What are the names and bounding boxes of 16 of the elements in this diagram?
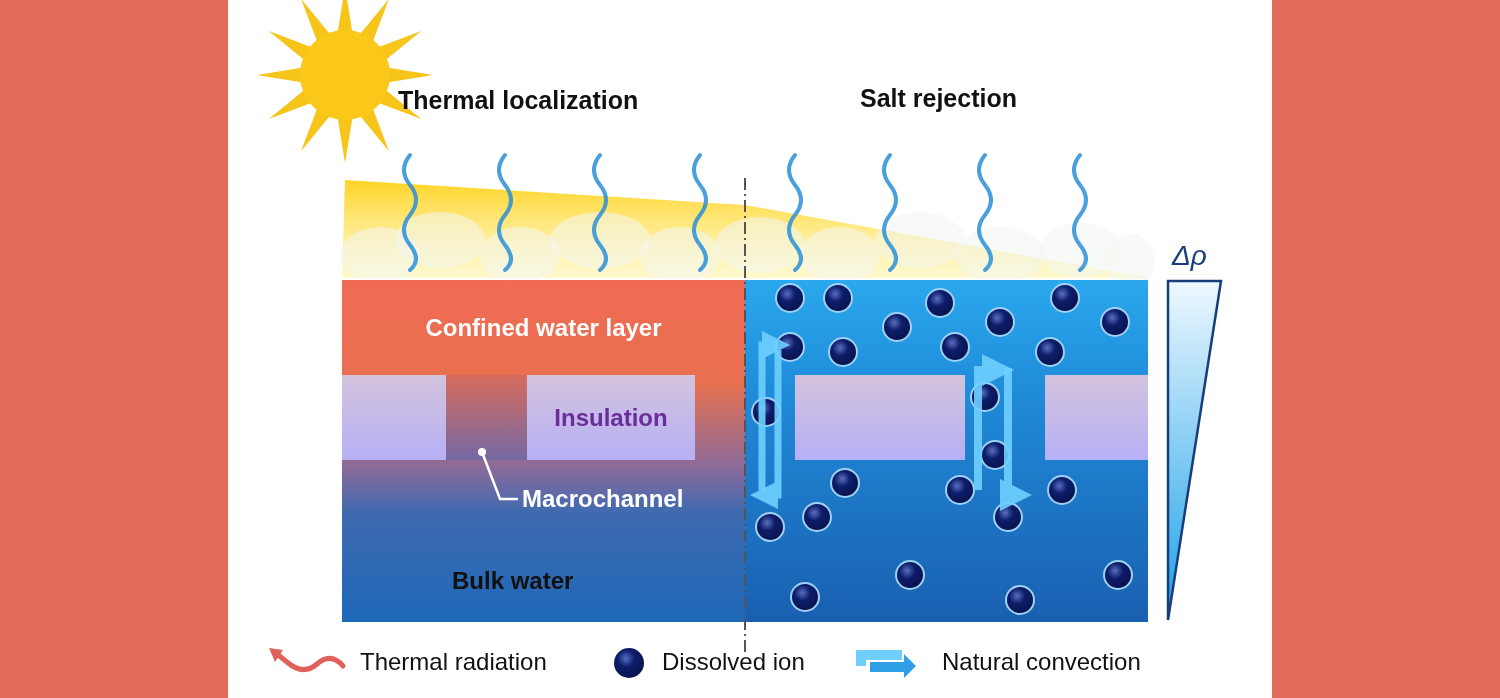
- insulation-block: [342, 375, 446, 460]
- leader-line: [478, 448, 518, 501]
- layer-label: Confined water layer: [425, 313, 662, 342]
- insulation-block: [527, 375, 695, 460]
- density-symbol: Δρ: [1172, 240, 1207, 272]
- legend-label: Dissolved ion: [662, 648, 805, 676]
- legend-label: Natural convection: [942, 648, 1141, 676]
- macrochannel-gap: [446, 375, 527, 460]
- insulation-block: [1045, 375, 1148, 460]
- legend-label: Thermal radiation: [360, 648, 547, 676]
- section-heading: Thermal localization: [398, 86, 639, 115]
- layer-label: Insulation: [554, 403, 668, 432]
- channel-label: Macrochannel: [522, 482, 732, 516]
- layer-label: Bulk water: [452, 567, 574, 595]
- insulation-block: [795, 375, 965, 460]
- section-heading: Salt rejection: [860, 84, 1017, 113]
